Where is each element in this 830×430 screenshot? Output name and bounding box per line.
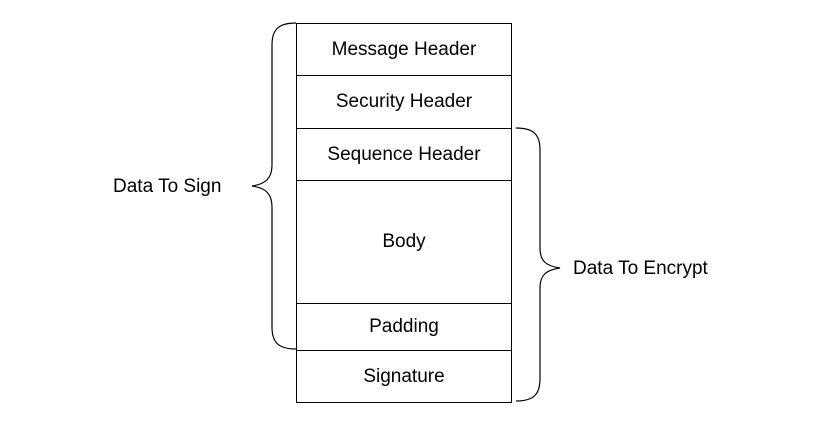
encrypt-brace (515, 127, 561, 402)
data-to-encrypt-label: Data To Encrypt (573, 258, 708, 279)
padding-label: Padding (369, 316, 439, 337)
sequence-header-label: Sequence Header (327, 143, 481, 165)
signature-segment: Signature (297, 351, 511, 402)
signature-label: Signature (363, 365, 445, 387)
security-header-label: Security Header (335, 91, 473, 112)
data-to-sign-label: Data To Sign (113, 176, 222, 197)
message-header-segment: Message Header (297, 24, 511, 76)
sequence-header-segment: Sequence Header (297, 129, 511, 181)
body-segment: Body (297, 181, 511, 304)
message-stack: Message Header Security Header Sequence … (296, 23, 512, 403)
padding-segment: Padding (297, 304, 511, 351)
message-header-label: Message Header (331, 38, 477, 60)
body-label: Body (382, 231, 426, 252)
security-header-segment: Security Header (297, 76, 511, 129)
sign-brace (251, 22, 297, 350)
